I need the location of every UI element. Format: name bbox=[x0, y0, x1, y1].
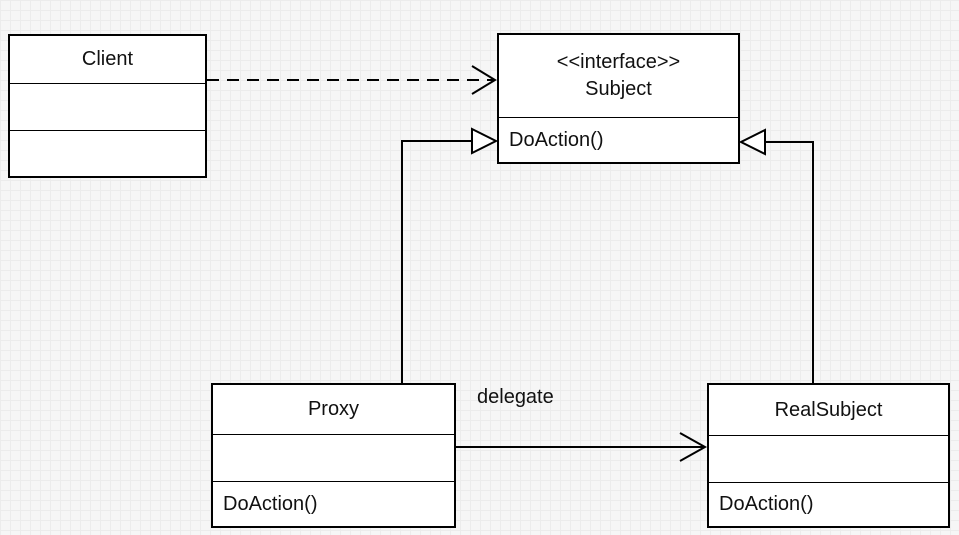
dependency-arrowhead bbox=[471, 65, 497, 95]
client-class-name: Client bbox=[81, 48, 134, 70]
realsubject-attributes-compartment bbox=[709, 435, 948, 482]
proxy-class-box[interactable]: Proxy DoAction() bbox=[211, 383, 456, 528]
delegate-label: delegate bbox=[477, 386, 554, 408]
realsubject-class-box[interactable]: RealSubject DoAction() bbox=[707, 383, 950, 528]
subject-class-name: Subject bbox=[585, 78, 652, 100]
subject-name-compartment: <<interface>> Subject bbox=[499, 35, 738, 117]
proxy-realization-arrowhead bbox=[471, 127, 499, 155]
proxy-name-compartment: Proxy bbox=[213, 385, 454, 434]
proxy-operation: DoAction() bbox=[223, 492, 318, 515]
client-operations-compartment bbox=[10, 130, 205, 176]
proxy-attributes-compartment bbox=[213, 434, 454, 481]
realsubject-name-compartment: RealSubject bbox=[709, 385, 948, 435]
client-attributes-compartment bbox=[10, 83, 205, 130]
realsubject-realization-arrowhead bbox=[738, 128, 766, 156]
subject-operation: DoAction() bbox=[509, 128, 604, 151]
realsubject-class-name: RealSubject bbox=[774, 398, 883, 421]
realsubject-realization-line bbox=[765, 141, 814, 383]
client-class-box[interactable]: Client bbox=[8, 34, 207, 178]
proxy-class-name: Proxy bbox=[307, 398, 360, 420]
delegate-arrowhead bbox=[679, 432, 708, 462]
realsubject-operation: DoAction() bbox=[719, 493, 814, 515]
realsubject-operations-compartment: DoAction() bbox=[709, 482, 948, 526]
subject-operations-compartment: DoAction() bbox=[499, 117, 738, 162]
subject-stereotype: <<interface>> bbox=[556, 51, 681, 73]
subject-interface-box[interactable]: <<interface>> Subject DoAction() bbox=[497, 33, 740, 164]
proxy-operations-compartment: DoAction() bbox=[213, 481, 454, 526]
proxy-realization-line bbox=[401, 140, 472, 383]
client-name-compartment: Client bbox=[10, 36, 205, 83]
